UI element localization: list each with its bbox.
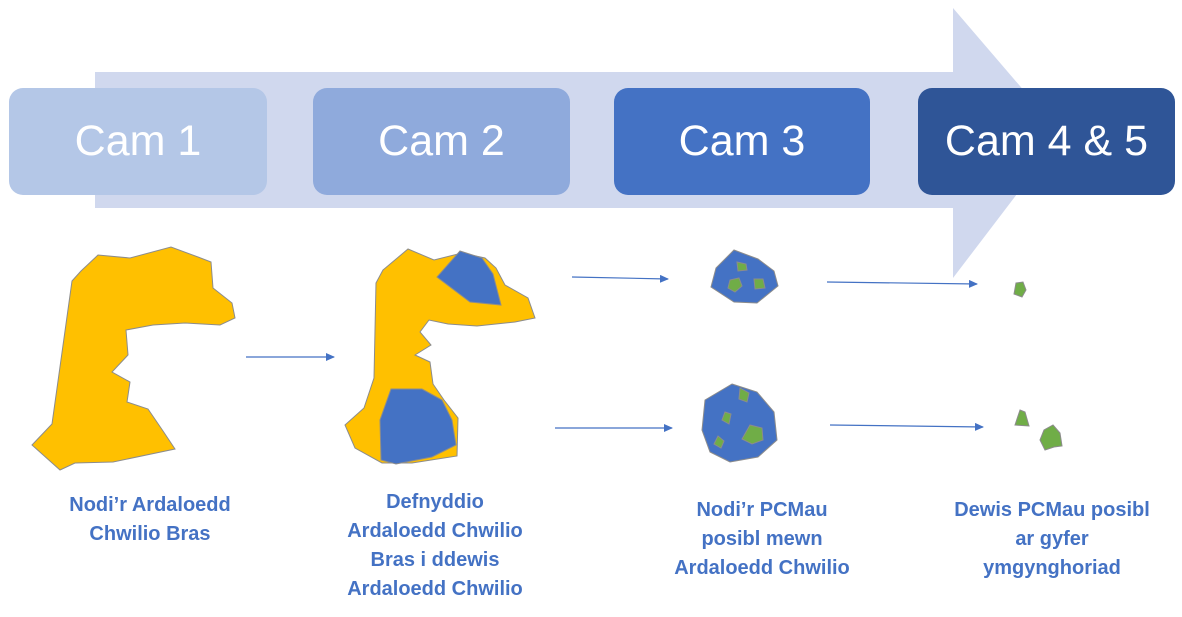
caption-line: Nodi’r Ardaloedd xyxy=(69,494,231,516)
caption-line: Nodi’r PCMau xyxy=(696,499,828,521)
search-area-selection-shape xyxy=(344,248,536,465)
caption-line: Dewis PCMau posibl xyxy=(954,499,1150,521)
search-area-shape xyxy=(436,250,502,306)
selected-candidates xyxy=(1013,281,1063,451)
candidate-area-shape xyxy=(713,435,725,449)
step-label: Cam 4 & 5 xyxy=(944,117,1149,165)
caption-line: ar gyfer xyxy=(1015,528,1089,550)
big-process-arrow xyxy=(95,8,1062,278)
caption-line: Ardaloedd Chwilio xyxy=(347,578,523,600)
caption-line: Defnyddio xyxy=(386,491,484,513)
step-label: Cam 3 xyxy=(678,117,806,165)
candidate-area-shape xyxy=(741,424,764,445)
caption-line: Ardaloedd Chwilio xyxy=(347,520,523,542)
step-box-cam-2: Cam 2 xyxy=(313,88,570,195)
candidate-area-shape xyxy=(1013,281,1027,298)
caption-line: posibl mewn xyxy=(701,528,823,550)
step-box-cam-1: Cam 1 xyxy=(9,88,267,195)
search-area-shape xyxy=(710,249,779,304)
caption-step-3: Nodi’r PCMau posibl mewn Ardaloedd Chwil… xyxy=(632,496,892,583)
caption-line: Chwilio Bras xyxy=(89,523,211,545)
connector-arrow xyxy=(826,279,978,288)
search-areas-with-candidates xyxy=(701,249,779,463)
connector-arrows xyxy=(246,274,984,432)
candidate-area-shape xyxy=(727,277,743,293)
step-label: Cam 1 xyxy=(74,117,202,165)
connector-arrow xyxy=(829,422,984,431)
search-area-shape xyxy=(379,388,457,465)
candidate-area-shape xyxy=(1014,409,1030,427)
caption-line: ymgynghoriad xyxy=(983,557,1121,579)
caption-line: Bras i ddewis xyxy=(370,549,500,571)
caption-line: Ardaloedd Chwilio xyxy=(674,557,850,579)
connector-arrow xyxy=(571,274,669,283)
candidate-area-shape xyxy=(753,278,766,290)
candidate-area-shape xyxy=(738,387,750,403)
step-box-cam-3: Cam 3 xyxy=(614,88,870,195)
caption-step-4: Dewis PCMau posibl ar gyfer ymgynghoriad xyxy=(922,496,1182,583)
candidate-area-shape xyxy=(1039,424,1063,451)
candidate-area-shape xyxy=(721,411,732,425)
step-box-cam-4-5: Cam 4 & 5 xyxy=(918,88,1175,195)
broad-search-area-shape xyxy=(31,246,236,471)
candidate-area-shape xyxy=(736,261,748,272)
caption-step-1: Nodi’r Ardaloedd Chwilio Bras xyxy=(20,491,280,549)
caption-step-2: Defnyddio Ardaloedd Chwilio Bras i ddewi… xyxy=(305,488,565,604)
step-label: Cam 2 xyxy=(378,117,505,165)
